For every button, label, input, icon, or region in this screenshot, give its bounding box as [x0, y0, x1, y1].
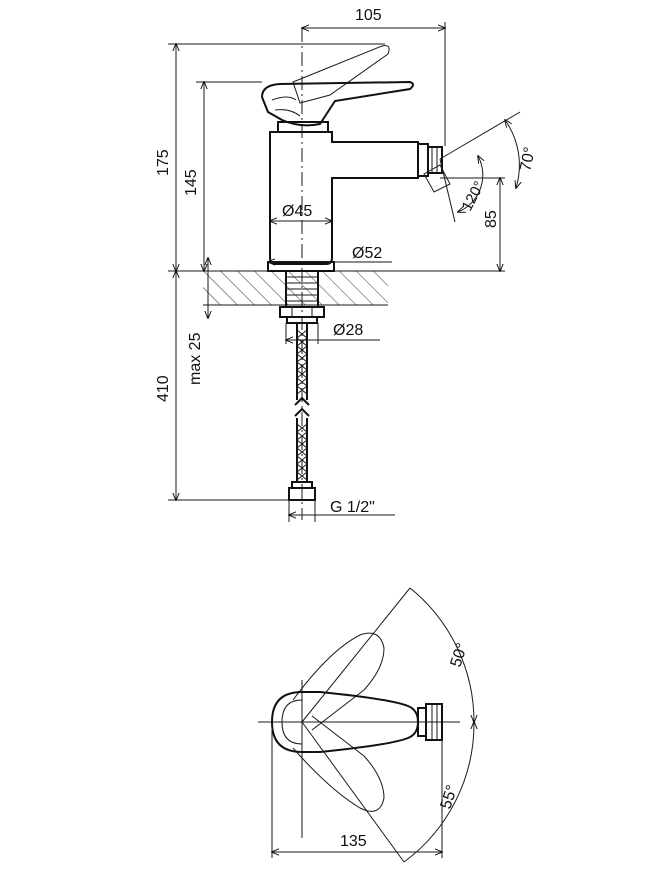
braided-hose [288, 323, 316, 501]
dim-105-label: 105 [355, 7, 382, 24]
countertop-section [168, 270, 388, 306]
handle-lever [260, 80, 414, 127]
dim-175-label: 175 [155, 149, 172, 176]
dim-105: 105 [302, 7, 445, 146]
angle-50: 50° [301, 587, 474, 722]
dim-410-label: 410 [155, 375, 172, 402]
spout-nozzle [417, 143, 451, 193]
dim-dia-52: Ø52 [268, 245, 392, 262]
angle-120: 120° [439, 156, 489, 223]
dim-135: 135 [272, 722, 442, 858]
dim-dia-45-label: Ø45 [282, 203, 312, 220]
angle-50-label: 50° [448, 641, 472, 669]
faucet-body [269, 131, 419, 265]
handle-ghost-right [292, 715, 385, 812]
handle-ghost-left [292, 632, 385, 731]
dim-135-label: 135 [340, 833, 367, 850]
angle-70-label: 70° [517, 146, 539, 173]
mounting-nut [279, 306, 325, 324]
side-view: 105 175 145 Ø45 Ø52 Ø28 [155, 7, 539, 522]
dim-dia-28: Ø28 [286, 322, 380, 344]
handle-raised-ghost [292, 45, 390, 104]
dim-85-label: 85 [483, 210, 500, 228]
dim-145: 145 [183, 82, 262, 271]
top-view: 50° 55° 135 [258, 587, 474, 863]
dim-thread-label: G 1/2" [330, 499, 375, 516]
dim-145-label: 145 [183, 169, 200, 196]
angle-70: 70° [439, 111, 539, 188]
dim-dia-45: Ø45 [270, 203, 332, 221]
dim-410: 410 [155, 271, 292, 500]
dim-max-25-label: max 25 [187, 332, 204, 385]
dim-85: 85 [388, 178, 505, 271]
angle-120-label: 120° [459, 178, 489, 213]
dim-max-25: max 25 [187, 258, 286, 385]
dim-175: 175 [155, 44, 385, 271]
dim-thread: G 1/2" [289, 499, 395, 522]
angle-55: 55° [301, 722, 474, 863]
angle-55-label: 55° [438, 783, 462, 811]
dim-dia-52-label: Ø52 [352, 245, 382, 262]
dim-dia-28-label: Ø28 [333, 322, 363, 339]
